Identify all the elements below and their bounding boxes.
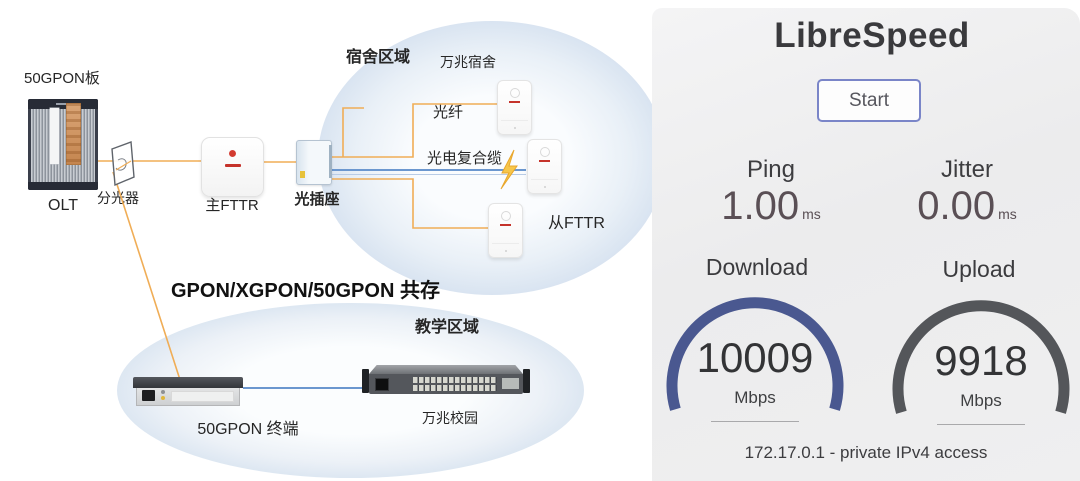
ping-unit: ms (802, 206, 821, 222)
teaching-area-title: 教学区域 (415, 319, 480, 336)
upload-value: 9918 (934, 337, 1028, 384)
vendor-logo-icon (539, 147, 550, 157)
vendor-logo-icon (500, 211, 511, 221)
download-gauge-arc (666, 297, 844, 411)
campus-switch-device (362, 365, 530, 399)
splitter-icon (111, 141, 135, 187)
upload-label: Upload (942, 256, 1016, 282)
olt-card-slots (31, 109, 95, 182)
switch-label-plate (502, 378, 519, 389)
olt-chassis-image (28, 99, 98, 190)
device-seam (501, 120, 528, 121)
start-button[interactable]: Start (817, 79, 921, 122)
download-value: 10009 (696, 334, 814, 381)
jitter-unit: ms (998, 206, 1017, 222)
olt-white-board (50, 108, 59, 164)
dorm-area-title: 宿舍区域 (346, 49, 411, 66)
vendor-wordmark (224, 164, 241, 167)
composite-cable-label: 光电复合缆 (427, 150, 503, 167)
power-inlet-icon (142, 390, 155, 401)
fiber-splitter-terminal (112, 171, 183, 387)
slave-fttr-device-middle (527, 139, 562, 194)
status-led (161, 396, 165, 400)
optical-socket-label: 光插座 (294, 191, 340, 208)
socket-warning-tag (300, 171, 305, 178)
ping-label: Ping (746, 156, 796, 183)
olt-50gpon-board (66, 103, 81, 165)
vendor-wordmark (500, 224, 511, 226)
rack-ear-right (523, 369, 530, 393)
download-label: Download (705, 254, 809, 280)
olt-bottom-bezel (28, 182, 98, 190)
main-fttr-device (201, 137, 264, 197)
olt-logo-mark (56, 103, 68, 105)
download-gauge: 10009 Mbps (660, 289, 850, 449)
device-seam (531, 179, 558, 180)
fiber-socket-top-slave (330, 103, 497, 158)
switch-top-cover (369, 365, 523, 374)
upload-underline (937, 424, 1025, 425)
olt-label: OLT (48, 197, 78, 214)
power-inlet-icon (375, 378, 389, 391)
fiber-label: 光纤 (433, 104, 464, 121)
terminal-label: 50GPON 终端 (197, 421, 299, 438)
fiber-riser-stub (342, 107, 364, 157)
vendor-logo-icon (229, 150, 236, 157)
ip-address-text: 172.17.0.1 - private IPv4 access (744, 443, 988, 462)
jitter-label: Jitter (940, 156, 993, 183)
slave-fttr-device-top (497, 80, 532, 135)
status-led (513, 127, 516, 129)
optical-socket-device (296, 140, 332, 185)
terminal-port-slot (171, 391, 234, 402)
slave-fttr-label: 从FTTR (548, 215, 605, 232)
main-fttr-label: 主FTTR (205, 197, 259, 214)
coexist-caption: GPON/XGPON/50GPON 共存 (171, 280, 440, 302)
upload-arc-path (892, 300, 1070, 414)
switch-front-panel (369, 374, 523, 394)
status-led (161, 390, 165, 394)
status-led (543, 186, 546, 188)
download-underline (711, 421, 799, 422)
upload-unit: Mbps (960, 391, 1002, 410)
vendor-logo-icon (509, 88, 520, 98)
fiber-socket-bottom-slave (330, 178, 488, 229)
status-led (504, 250, 507, 252)
socket-connector-edge (329, 145, 332, 178)
speedtest-title: LibreSpeed (774, 16, 970, 55)
olt-board-label: 50GPON板 (24, 70, 100, 87)
campus-label: 万兆校园 (422, 410, 478, 426)
ethernet-port-row (413, 377, 497, 383)
vendor-wordmark (509, 101, 520, 103)
terminal-top-cover (133, 377, 243, 388)
dorm-subtitle: 万兆宿舍 (440, 54, 496, 70)
splitter-fiber-tick (115, 160, 132, 171)
device-seam (492, 243, 519, 244)
vendor-wordmark (539, 160, 550, 162)
upload-gauge-arc (892, 300, 1070, 414)
upload-gauge: 9918 Mbps (886, 292, 1076, 452)
download-arc-path (666, 297, 844, 411)
50gpon-terminal-device (133, 377, 243, 406)
splitter-coil-icon (115, 158, 127, 171)
splitter-label: 分光器 (97, 190, 139, 206)
connection-lines (98, 103, 526, 389)
slave-fttr-device-bottom (488, 203, 523, 258)
rack-ear-left (362, 369, 369, 393)
lightning-icon (500, 149, 518, 190)
ethernet-port-row (413, 385, 497, 391)
download-unit: Mbps (734, 388, 776, 407)
terminal-front-panel (136, 388, 240, 406)
